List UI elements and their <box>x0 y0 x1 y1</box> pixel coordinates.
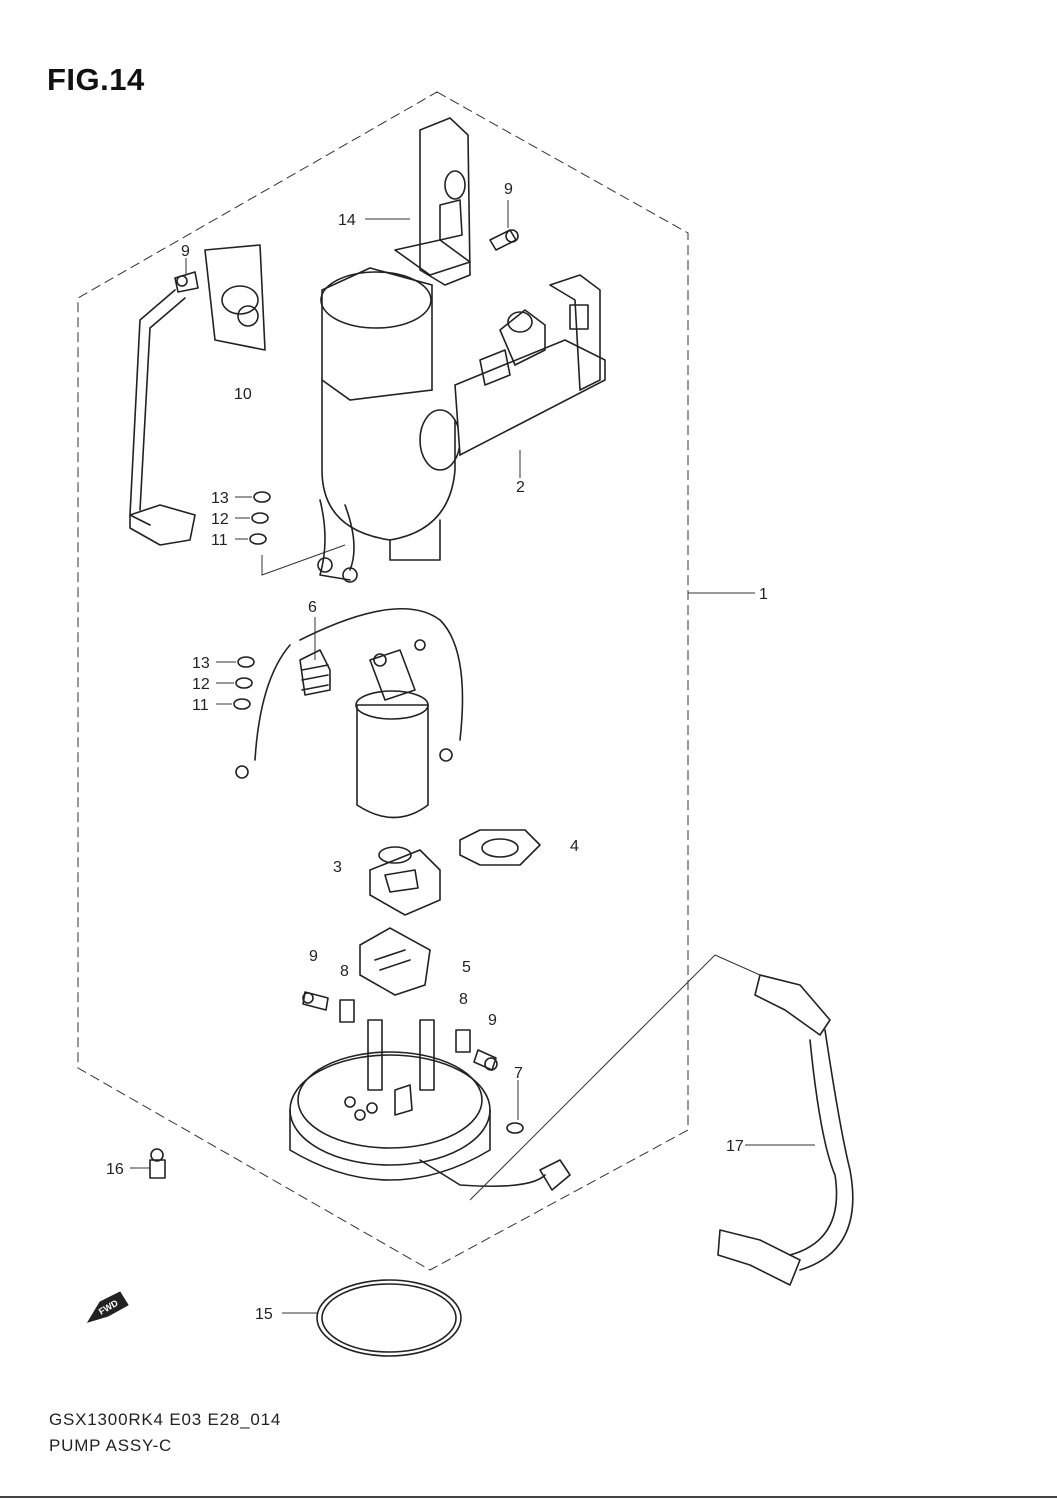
callout-9-top-right: 9 <box>504 181 513 198</box>
callout-17: 17 <box>726 1138 744 1155</box>
callout-9-top-left: 9 <box>181 243 190 260</box>
part-9-bolt-top-right <box>489 229 519 251</box>
part-11-terminal-upper <box>249 533 267 545</box>
callout-14: 14 <box>338 212 356 229</box>
callout-7: 7 <box>514 1065 523 1082</box>
part-13-nut-lower <box>237 656 255 668</box>
part-9-bolt-top-left <box>174 271 199 293</box>
part-12-washer-upper <box>251 512 269 524</box>
part-4-clip <box>459 829 541 866</box>
callout-13-lower: 13 <box>192 655 210 672</box>
leader-lines <box>130 200 815 1314</box>
part-5-bracket <box>359 927 431 996</box>
part-17-fuel-hose <box>419 974 854 1286</box>
callout-12-upper: 12 <box>211 511 229 528</box>
fuel-filter-canister <box>320 267 461 561</box>
part-15-o-ring <box>316 1279 462 1357</box>
callout-11-upper: 11 <box>211 532 228 549</box>
callout-6: 6 <box>308 599 317 616</box>
callout-11-lower: 11 <box>192 697 209 714</box>
callout-15: 15 <box>255 1306 273 1323</box>
callout-9-lower-right: 9 <box>488 1012 497 1029</box>
fuel-pump-motor <box>355 639 429 819</box>
part-2-pressure-regulator <box>454 274 606 457</box>
part-13-nut-upper <box>253 491 271 503</box>
callout-4: 4 <box>570 838 579 855</box>
part-8-clamp-left <box>339 999 355 1023</box>
callout-2: 2 <box>516 479 525 496</box>
part-14-bracket <box>394 117 471 286</box>
callout-8-left: 8 <box>340 963 349 980</box>
callout-3: 3 <box>333 859 342 876</box>
part-3-pump-holder <box>369 846 441 916</box>
callout-10: 10 <box>234 386 252 403</box>
part-11-terminal-lower <box>233 698 251 710</box>
pump-base-plate <box>289 1019 491 1181</box>
part-12-washer-lower <box>235 677 253 689</box>
part-6-pump-damper <box>299 649 331 696</box>
part-9-bolt-lower-left <box>302 991 329 1011</box>
upper-wire-harness <box>317 499 358 583</box>
callout-8-right: 8 <box>459 991 468 1008</box>
part-8-clamp-right <box>455 1029 471 1053</box>
assembly-boundary <box>77 91 689 1271</box>
part-9-bolt-lower-right <box>473 1049 498 1071</box>
callout-13-upper: 13 <box>211 490 229 507</box>
part-7-seal <box>506 1122 524 1134</box>
part-10-filter-strap <box>129 244 266 546</box>
callout-12-lower: 12 <box>192 676 210 693</box>
figure-code: GSX1300RK4 E03 E28_014 <box>49 1410 282 1429</box>
callout-16: 16 <box>106 1161 124 1178</box>
page-bottom-rule <box>0 1496 1057 1498</box>
figure-title: FIG.14 <box>47 62 145 97</box>
part-16-bolt <box>149 1148 166 1179</box>
pump-wire-loop <box>235 607 464 779</box>
callout-5: 5 <box>462 959 471 976</box>
figure-name: PUMP ASSY-C <box>49 1436 173 1455</box>
fwd-arrow-icon: FWD <box>86 1291 129 1323</box>
callout-9-lower-left: 9 <box>309 948 318 965</box>
callout-1: 1 <box>759 586 768 603</box>
